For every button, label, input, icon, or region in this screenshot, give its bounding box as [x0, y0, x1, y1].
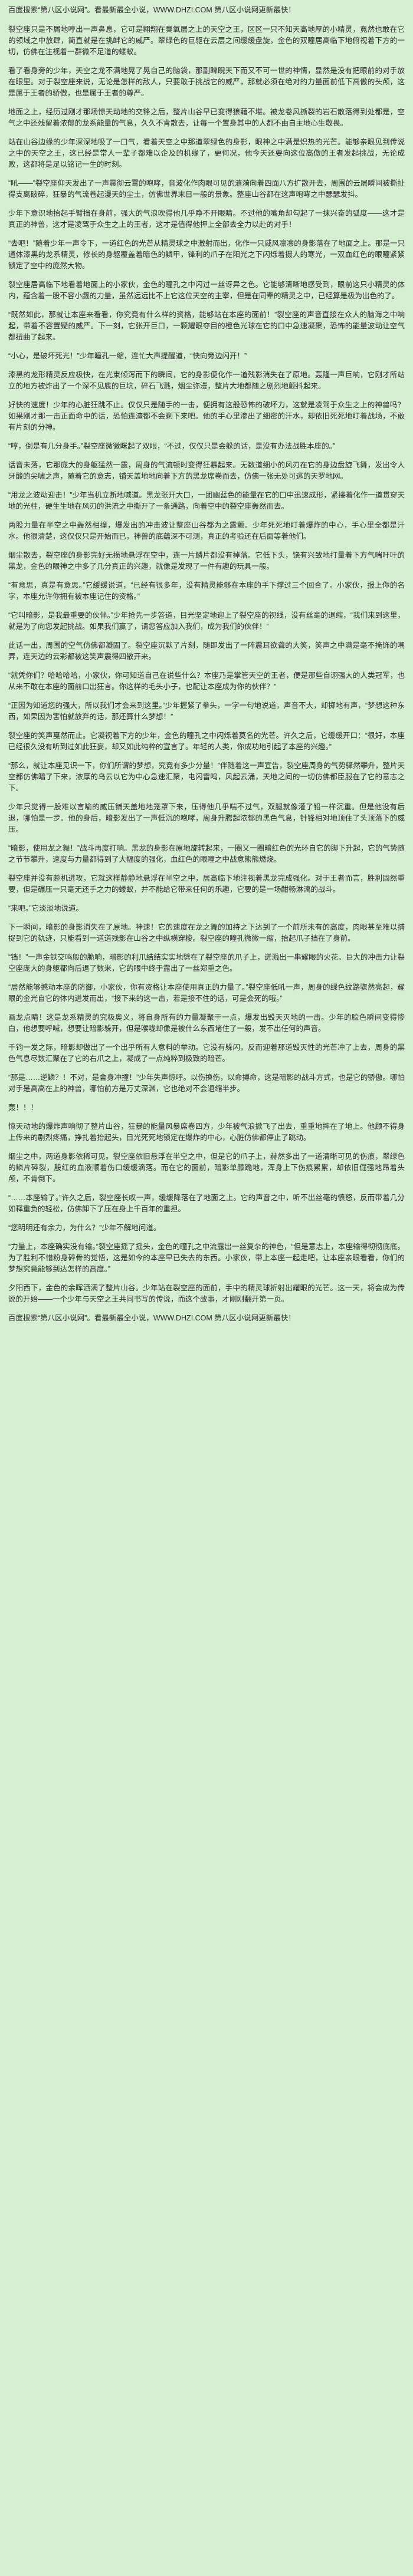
novel-paragraph: “用龙之波动迎击！”少年当机立断地喊道。黑龙张开大口，一团幽蓝色的能量在它的口中…: [8, 491, 405, 510]
novel-paragraph: 此话一出，周围的空气仿佛都凝固了。裂空座沉默了片刻，随即发出了一阵震耳欲聋的大笑…: [8, 641, 405, 661]
site-promo-footer[interactable]: 百度搜索“第八区小说网”。看最新最全小说，WWW.DHZI.COM 第八区小说网…: [8, 1314, 296, 1322]
novel-paragraph: “既然如此，那就让本座来看看，你究竟有什么样的资格，能够站在本座的面前！”裂空座…: [8, 311, 405, 341]
novel-paragraph: 画龙点睛！这是龙系精灵的究极奥义，将自身所有的力量凝聚于一点，爆发出毁天灭地的一…: [8, 1013, 405, 1033]
novel-paragraph: “那么，就让本座见识一下，你们所谓的梦想，究竟有多少分量！”伴随着这一声宣告，裂…: [8, 762, 405, 792]
novel-paragraph: “哼，倒是有几分身手。”裂空座微微眯起了双眼，“不过，仅仅只是会躲的话，是没有办…: [8, 442, 336, 450]
novel-paragraph: “居然能够撼动本座的防御，小家伙，你有资格让本座使用真正的力量了。”裂空座低吼一…: [8, 983, 405, 1003]
novel-paragraph: 少年下意识地抬起手臂挡在身前，强大的气浪吹得他几乎睁不开眼睛。不过他的嘴角却勾起…: [8, 209, 405, 229]
novel-paragraph: 地面之上，经历过刚才那场惊天动地的交锋之后，整片山谷早已变得狼藉不堪。被龙卷风撕…: [8, 108, 405, 127]
novel-paragraph: “您明明还有余力，为什么？”少年不解地问道。: [8, 1224, 161, 1232]
novel-paragraph: 惊天动地的爆炸声响彻了整片山谷，狂暴的能量风暴席卷四方，少年被气浪掀飞了出去，重…: [8, 1122, 405, 1142]
novel-paragraph: 下一瞬间，暗影的身影消失在了原地。神速！它的速度在龙之舞的加持之下达到了一个前所…: [8, 923, 405, 943]
novel-paragraph: 轰！！！: [8, 1103, 38, 1112]
novel-paragraph: “铛！”一声金铁交鸣般的脆响，暗影的利爪结结实实地劈在了裂空座的爪子上，迸溅出一…: [8, 953, 405, 973]
novel-paragraph: “有意思，真是有意思。”它缓缓说道，“已经有很多年，没有精灵能够在本座的手下撑过…: [8, 581, 405, 601]
novel-paragraph: “来吧。”它淡淡地说道。: [8, 904, 84, 913]
novel-paragraph: 裂空座的笑声戛然而止。它凝视着下方的少年，金色的瞳孔之中闪烁着莫名的光芒。许久之…: [8, 732, 405, 751]
novel-paragraph: “就凭你们？哈哈哈哈，小家伙，你可知道自己在说些什么？本座乃是掌管天空的王者，便…: [8, 671, 405, 691]
novel-paragraph: 好快的速度！少年的心脏狂跳不止。仅仅只是随手的一击，便拥有这般恐怖的破坏力，这就…: [8, 401, 405, 431]
novel-paragraph: 烟尘散去，裂空座的身影完好无损地悬浮在空中，连一片鳞片都没有掉落。它低下头，饶有…: [8, 551, 405, 571]
novel-paragraph: “那是……逆鳞？！不对，是舍身冲撞！”少年失声惊呼。以伤换伤，以命搏命，这是暗影…: [8, 1073, 405, 1093]
novel-paragraph: 站在山谷边缘的少年深深地吸了一口气，看着天空之中那道翠绿色的身影，眼神之中满是炽…: [8, 138, 405, 169]
novel-paragraph: “暗影，使用龙之舞！”战斗再度打响。黑龙的身影在原地旋转起来，一圈又一圈暗红色的…: [8, 844, 405, 864]
novel-paragraph: 烟尘之中，两道身影依稀可见。裂空座依旧悬浮在半空之中，但是它的爪子上，赫然多出了…: [8, 1152, 405, 1183]
novel-paragraph: “力量上，本座确实没有输。”裂空座摇了摇头，金色的瞳孔之中流露出一丝复杂的神色，…: [8, 1243, 405, 1273]
novel-paragraph: “吼——”裂空座仰天发出了一声震彻云霄的咆哮，音波化作肉眼可见的涟漪向着四面八方…: [8, 179, 405, 199]
novel-paragraph: 千钧一发之际，暗影却做出了一个出乎所有人意料的举动。它没有躲闪，反而迎着那道毁灭…: [8, 1043, 405, 1063]
novel-paragraph: 裂空座只是不屑地哼出一声鼻息，它可是翱翔在臭氧层之上的天空之王，区区一只不知天高…: [8, 25, 405, 56]
novel-paragraph: “小心，是破坏死光！”少年瞳孔一缩，连忙大声提醒道，“快向旁边闪开！”: [8, 352, 247, 360]
novel-paragraph: “去吧！”随着少年一声令下，一道红色的光芒从精灵球之中激射而出，化作一只威风凛凛…: [8, 239, 405, 270]
novel-paragraph: 夕阳西下，金色的余晖洒满了整片山谷。少年站在裂空座的面前，手中的精灵球折射出耀眼…: [8, 1284, 405, 1303]
novel-paragraph: “它叫暗影，是我最重要的伙伴。”少年抢先一步答道，目光坚定地迎上了裂空座的视线，…: [8, 611, 405, 631]
paragraph-list: 裂空座只是不屑地哼出一声鼻息，它可是翱翔在臭氧层之上的天空之王，区区一只不知天高…: [8, 24, 405, 1305]
novel-paragraph: 裂空座居高临下地看着地面上的小家伙，金色的瞳孔之中闪过一丝讶异之色。它能够清晰地…: [8, 281, 405, 300]
novel-paragraph: 漆黑的龙形精灵反应极快，在光束倾泻而下的瞬间，它的身影便化作一道残影消失在了原地…: [8, 371, 405, 390]
novel-paragraph: 两股力量在半空之中轰然相撞，爆发出的冲击波让整座山谷都为之震颤。少年死死地盯着爆…: [8, 521, 405, 541]
novel-paragraph: 少年只觉得一股难以言喻的威压铺天盖地地笼罩下来，压得他几乎喘不过气，双腿就像灌了…: [8, 803, 405, 834]
novel-paragraph: 看了看身旁的少年，天空之龙不满地晃了晃自己的脑袋，那副睥睨天下而又不可一世的神情…: [8, 67, 405, 97]
novel-paragraph: “正因为知道您的强大，所以我们才会来到这里。”少年握紧了拳头，一字一句地说道，声…: [8, 701, 405, 721]
novel-paragraph: 话音未落，它那庞大的身躯猛然一震，周身的气流顿时变得狂暴起来。无数道细小的风刃在…: [8, 461, 405, 480]
novel-paragraph: 裂空座并没有趁机进攻，它就这样静静地悬浮在半空之中，居高临下地注视着黑龙完成强化…: [8, 874, 405, 894]
site-promo-header[interactable]: 百度搜索“第八区小说网”。看最新最全小说，WWW.DHZI.COM 第八区小说网…: [8, 6, 296, 14]
novel-paragraph: “……本座输了。”许久之后，裂空座长叹一声，缓缓降落在了地面之上。它的声音之中，…: [8, 1194, 405, 1213]
